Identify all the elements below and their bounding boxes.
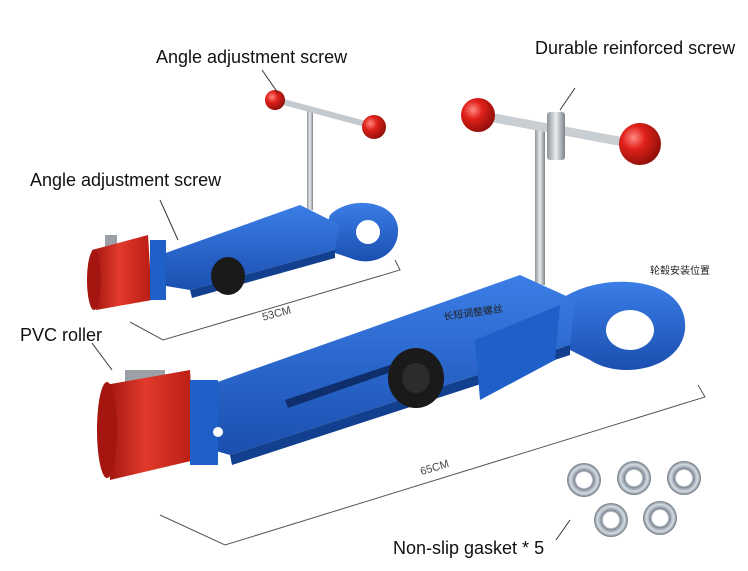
small-knob-icon [211, 257, 245, 295]
handle-ball-icon [619, 123, 661, 165]
gasket-icon [567, 463, 601, 497]
handle-ball-icon [461, 98, 495, 132]
label-durable-reinforced-screw: Durable reinforced screw [535, 38, 736, 58]
non-slip-gaskets [567, 461, 701, 537]
gasket-icon [617, 461, 651, 495]
label-non-slip-gasket: Non-slip gasket * 5 [393, 538, 545, 558]
handle-ball-icon [362, 115, 386, 139]
gasket-icon [667, 461, 701, 495]
handle-ball-icon [265, 90, 285, 110]
large-fender-tool [97, 98, 686, 480]
label-pvc-roller: PVC roller [20, 325, 103, 345]
label-angle-adjustment-screw-top: Angle adjustment screw [156, 47, 348, 67]
gasket-icon [643, 501, 677, 535]
gasket-icon [594, 503, 628, 537]
small-fender-tool [87, 90, 399, 310]
label-hub-mount-position: 轮毂安装位置 [650, 266, 710, 277]
label-angle-adjustment-screw-left: Angle adjustment screw [30, 170, 222, 190]
large-dimension-line [159, 384, 706, 546]
small-dimension-line [129, 259, 401, 341]
